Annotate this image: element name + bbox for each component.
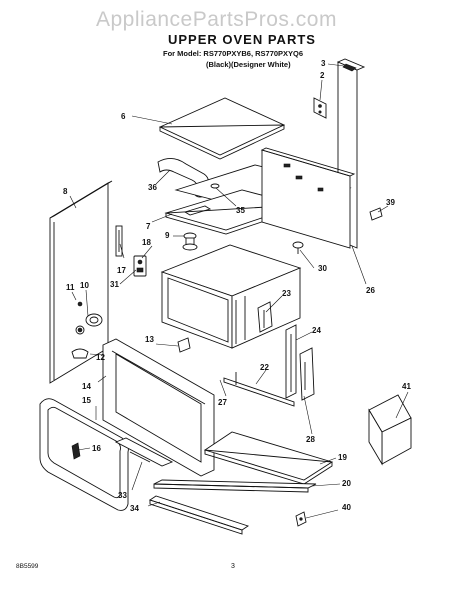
callout-13: 13	[145, 335, 154, 344]
callout-31: 31	[110, 280, 119, 289]
callout-41: 41	[402, 382, 411, 391]
callout-36: 36	[148, 183, 157, 192]
diagram-title: UPPER OVEN PARTS	[168, 32, 316, 47]
model-line: For Model: RS770PXYB6, RS770PXYQ6	[163, 49, 304, 58]
callout-6: 6	[121, 112, 126, 121]
callout-15: 15	[82, 396, 91, 405]
callout-30: 30	[318, 264, 327, 273]
watermark: AppliancePartsPros.com	[96, 8, 337, 31]
callout-27: 27	[218, 398, 227, 407]
callout-10: 10	[80, 281, 89, 290]
part-top-panel	[158, 97, 286, 160]
callout-19: 19	[338, 453, 347, 462]
part-fastener	[292, 241, 304, 254]
part-clip	[369, 207, 383, 221]
callout-2: 2	[320, 71, 325, 80]
part-rear-panel	[260, 147, 356, 249]
color-line: (Black)(Designer White)	[206, 60, 291, 69]
callout-8: 8	[63, 187, 68, 196]
leader-lines	[69, 63, 409, 519]
part-door-gasket	[39, 398, 129, 511]
callout-12: 12	[96, 353, 105, 362]
part-lower-trim-strip	[148, 495, 250, 535]
part-front-trim	[114, 437, 174, 467]
part-bracket	[313, 97, 327, 119]
part-small-clip	[295, 511, 307, 527]
callout-33: 33	[118, 491, 127, 500]
callout-9: 9	[165, 231, 170, 240]
part-rear-bracket	[368, 394, 412, 466]
part-oven-cavity	[160, 244, 302, 349]
callout-28: 28	[306, 435, 315, 444]
callout-23: 23	[282, 289, 291, 298]
callout-17: 17	[117, 266, 126, 275]
part-wire-harness	[257, 301, 273, 333]
part-door-latch	[133, 255, 147, 277]
callout-7: 7	[146, 222, 151, 231]
callout-20: 20	[342, 479, 351, 488]
callout-22: 22	[260, 363, 269, 372]
callout-14: 14	[82, 382, 91, 391]
callout-3: 3	[321, 59, 326, 68]
part-bottom-panel	[203, 431, 334, 485]
callout-24: 24	[312, 326, 321, 335]
part-gasket-clip	[71, 442, 81, 460]
part-oven-light-assembly	[71, 301, 103, 359]
part-door-frame	[102, 338, 215, 477]
part-lower-rail	[153, 479, 317, 493]
footer-document-code: 8B5599	[16, 563, 39, 570]
part-mounting-channel	[285, 324, 315, 401]
part-support-rail	[223, 372, 295, 407]
callout-labels: 3 2 6 8 36 35 39 7 9 18 17 30 31 11 10 2…	[63, 59, 411, 513]
callout-18: 18	[142, 238, 151, 247]
part-side-panel-left	[49, 180, 113, 384]
part-small-bracket	[177, 337, 191, 353]
callout-40: 40	[342, 503, 351, 512]
callout-16: 16	[92, 444, 101, 453]
callout-26: 26	[366, 286, 375, 295]
callout-11: 11	[66, 283, 75, 292]
footer-page-number: 3	[231, 563, 235, 570]
part-hinge-bracket	[115, 225, 123, 257]
callout-34: 34	[130, 504, 139, 513]
part-temperature-sensor	[182, 232, 198, 251]
callout-39: 39	[386, 198, 395, 207]
callout-35: 35	[236, 206, 245, 215]
